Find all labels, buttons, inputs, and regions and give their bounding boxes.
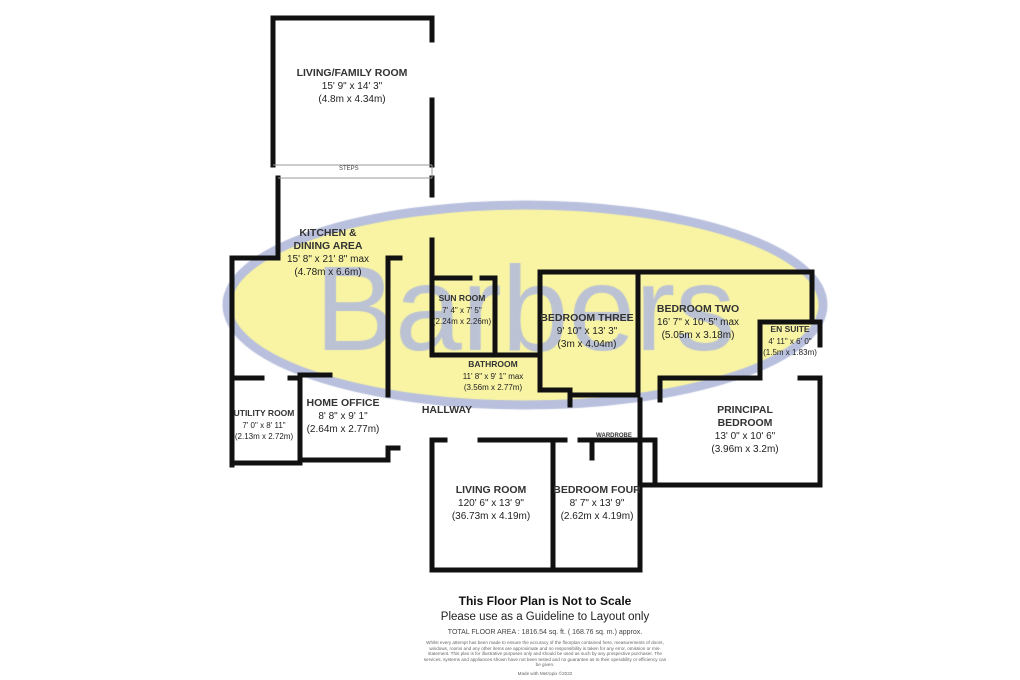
room-label-bedroom-four: BEDROOM FOUR 8' 7" x 13' 9" (2.62m x 4.19m… <box>553 484 641 523</box>
room-imperial-size: 13' 0" x 10' 6" <box>714 431 776 442</box>
room-name: WARDROBE <box>596 433 632 439</box>
room-imperial-size: 11' 8" x 9' 1" max <box>462 372 524 381</box>
room-name: BEDROOM FOUR <box>553 484 641 496</box>
room-name: PRINCIPAL <box>717 404 773 416</box>
room-label-bedroom-three: BEDROOM THREE 9' 10" x 13' 3" (3m x 4.04m) <box>540 312 633 351</box>
room-metric-size: (2.64m x 2.77m) <box>306 424 380 435</box>
room-imperial-size: 9' 10" x 13' 3" <box>556 326 618 337</box>
room-metric-size: (4.78m x 6.6m) <box>294 267 362 278</box>
steps-label: STEPS <box>339 166 359 172</box>
room-metric-size: (2.24m x 2.26m) <box>432 317 492 326</box>
room-metric-size: (36.73m x 4.19m) <box>451 511 531 522</box>
room-name: HALLWAY <box>421 404 473 416</box>
room-label-home-office: HOME OFFICE 8' 8" x 9' 1" (2.64m x 2.77m) <box>307 397 380 436</box>
room-label-en-suite: EN SUITE 4' 11" x 6' 0" (1.5m x 1.83m) <box>763 323 817 358</box>
room-label-hallway: HALLWAY <box>422 404 472 417</box>
room-metric-size: (5.05m x 3.18m) <box>661 330 735 341</box>
room-imperial-size: 4' 11" x 6' 0" <box>768 337 812 346</box>
room-label-bedroom-two: BEDROOM TWO 16' 7" x 10' 5" max (5.05m x 3… <box>657 303 739 342</box>
room-imperial-size: 15' 8" x 21' 8" max <box>286 254 370 265</box>
room-name: KITCHEN & <box>299 227 357 239</box>
room-name: LIVING ROOM <box>455 484 527 496</box>
room-label-wardrobe: WARDROBE <box>596 432 632 440</box>
room-imperial-size: 7' 0" x 8' 11" <box>242 421 286 430</box>
room-label-living-family-room: LIVING/FAMILY ROOM 15' 9" x 14' 3" (4.8m x… <box>297 67 408 106</box>
room-name: LIVING/FAMILY ROOM <box>296 67 408 79</box>
not-to-scale-note: This Floor Plan is Not to Scale <box>458 594 632 608</box>
room-name: SUN ROOM <box>438 293 486 303</box>
disclaimer: Whilst every attempt has been made to en… <box>423 640 667 668</box>
room-metric-size: (3.96m x 3.2m) <box>711 444 779 455</box>
room-name: EN SUITE <box>770 324 810 334</box>
room-label-utility-room: UTILITY ROOM 7' 0" x 8' 11" (2.13m x 2.72m… <box>234 407 295 442</box>
room-metric-size: (2.62m x 4.19m) <box>560 511 634 522</box>
total-floor-area: TOTAL FLOOR AREA : 1816.54 sq. ft. ( 168… <box>447 629 643 636</box>
room-imperial-size: 8' 8" x 9' 1" <box>318 411 368 422</box>
room-imperial-size: 120' 6" x 13' 9" <box>458 498 524 509</box>
room-metric-size: (2.13m x 2.72m) <box>234 432 294 441</box>
room-imperial-size: 15' 9" x 14' 3" <box>321 81 383 92</box>
room-name: BEDROOM THREE <box>540 312 634 324</box>
room-label-sun-room: SUN ROOM 7' 4" x 7' 5" (2.24m x 2.26m) <box>433 292 491 327</box>
room-label-living-room: LIVING ROOM 120' 6" x 13' 9" (36.73m x 4.1… <box>452 484 530 523</box>
room-imperial-size: 8' 7" x 13' 9" <box>569 498 625 509</box>
windows <box>273 164 433 179</box>
guideline-note: Please use as a Guideline to Layout only <box>440 611 650 623</box>
made-with: Made with Metropix ©2022 <box>517 671 573 676</box>
room-label-bathroom: BATHROOM 11' 8" x 9' 1" max (3.56m x 2.77m… <box>463 358 524 393</box>
room-name: UTILITY ROOM <box>233 408 295 418</box>
room-name: BATHROOM <box>468 359 518 369</box>
room-label-kitchen: KITCHEN &DINING AREA 15' 8" x 21' 8" max (… <box>287 227 369 279</box>
walls <box>229 15 823 573</box>
room-imperial-size: 16' 7" x 10' 5" max <box>656 317 740 328</box>
room-name: BEDROOM TWO <box>656 303 740 315</box>
room-metric-size: (1.5m x 1.83m) <box>763 348 817 357</box>
room-name-line2: BEDROOM <box>717 417 773 429</box>
room-metric-size: (3m x 4.04m) <box>557 339 617 350</box>
room-imperial-size: 7' 4" x 7' 5" <box>442 306 482 315</box>
room-metric-size: (3.56m x 2.77m) <box>463 383 523 392</box>
room-name-line2: DINING AREA <box>293 240 363 252</box>
room-metric-size: (4.8m x 4.34m) <box>318 94 386 105</box>
room-name: HOME OFFICE <box>306 397 380 409</box>
